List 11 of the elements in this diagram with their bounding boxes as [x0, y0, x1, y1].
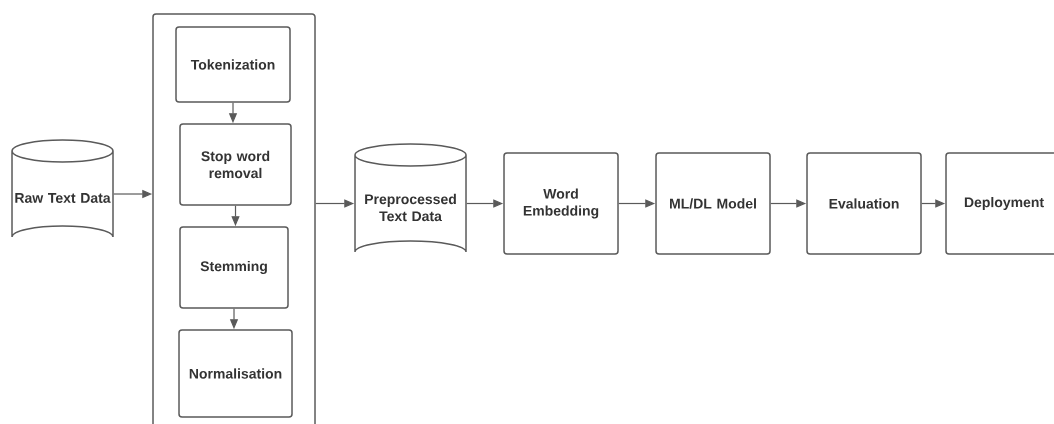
container-box: [152, 13, 316, 424]
process-box: Tokenization: [175, 26, 291, 103]
process-box: ML/DL Model: [655, 152, 771, 255]
process-box: Stop word removal: [179, 123, 292, 206]
database-cylinder: Raw Text Data: [11, 139, 114, 238]
process-box: Normalisation: [178, 329, 293, 418]
process-box: Evaluation: [806, 152, 922, 255]
process-box: Stemming: [179, 226, 289, 309]
database-cylinder: Preprocessed Text Data: [354, 143, 467, 253]
process-box: Word Embedding: [503, 152, 619, 255]
process-box: Deployment: [945, 152, 1054, 255]
